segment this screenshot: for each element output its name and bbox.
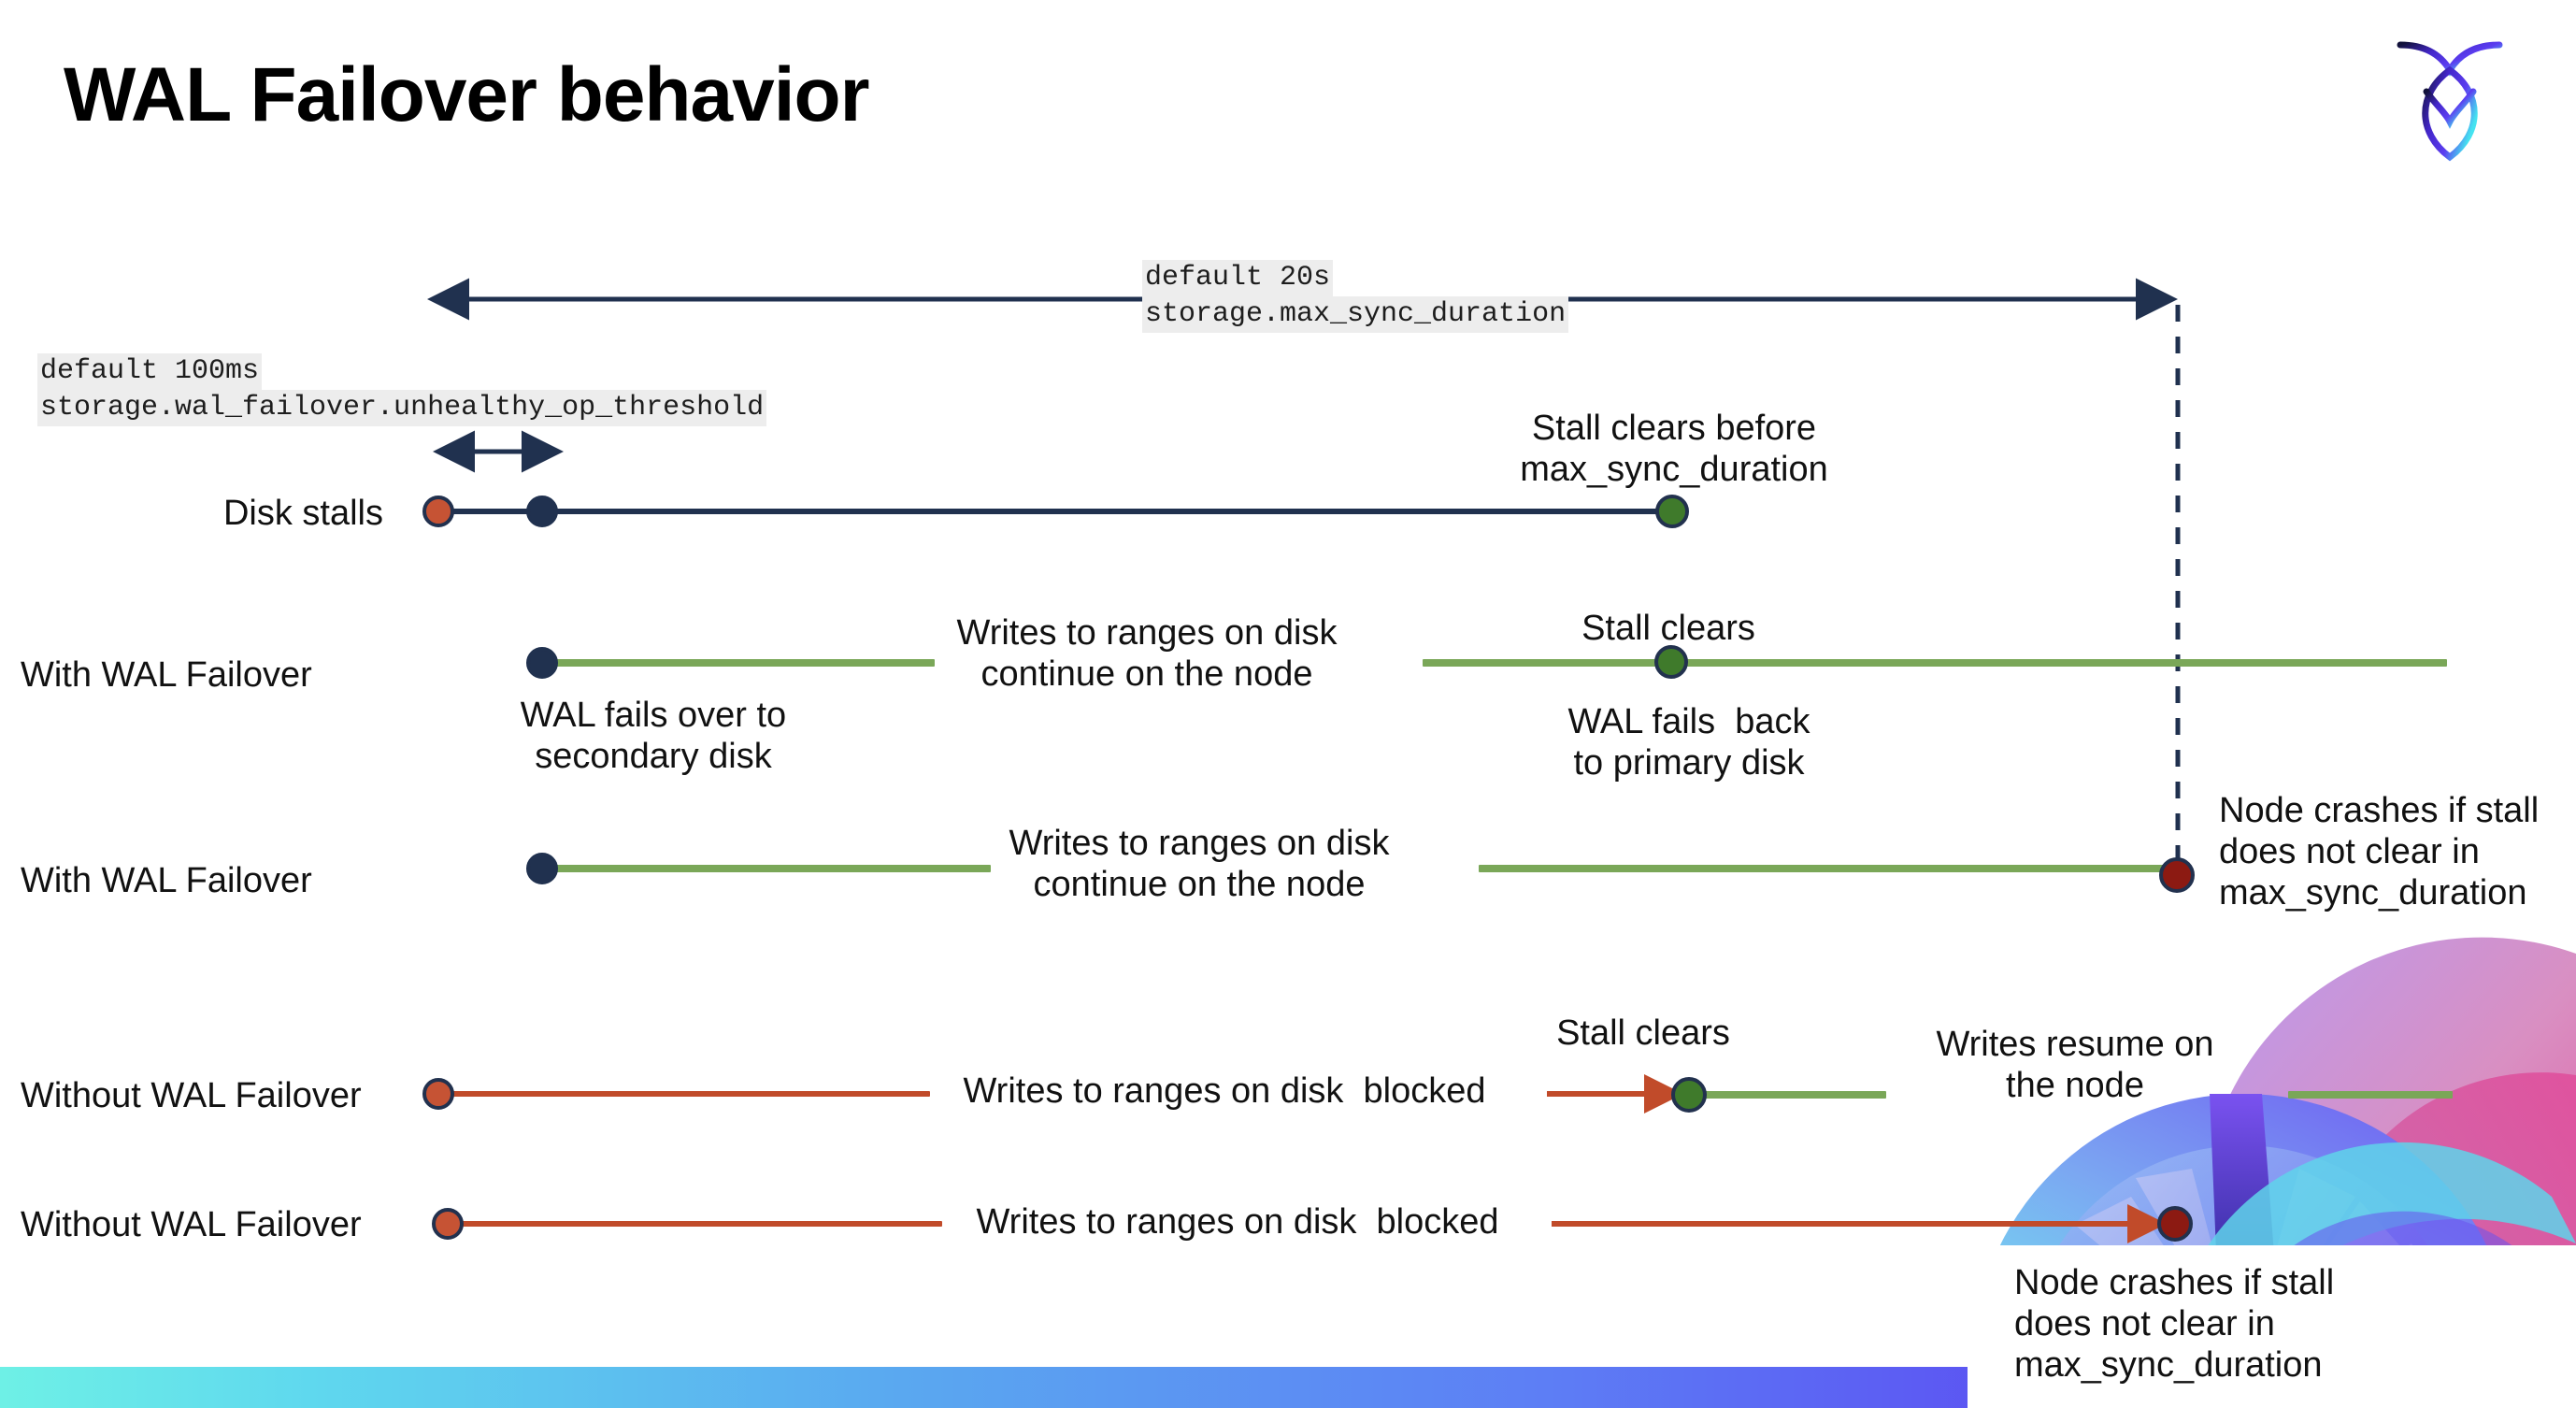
annotation-threshold-default: default 100ms	[37, 353, 263, 390]
annotation-unhealthy-op-threshold: default 100ms storage.wal_failover.unhea…	[37, 353, 767, 426]
annotation-max-sync-setting: storage.max_sync_duration	[1142, 296, 1569, 333]
marker-unhealthy-threshold-1	[526, 496, 558, 527]
timeline-without-failover-1-green-a	[1699, 1091, 1886, 1099]
timeline-wal-failover-2-green-a	[542, 865, 991, 872]
timeline-wal-failover-1-green-a	[542, 659, 935, 667]
marker-stall-clears-2	[1654, 645, 1688, 679]
row-label-with-wal-failover-1: With WAL Failover	[21, 655, 312, 695]
marker-stall-start-3	[432, 1208, 464, 1240]
callout-writes-blocked-2: Writes to ranges on disk blocked	[976, 1202, 1499, 1242]
marker-stall-clears-1	[1655, 495, 1689, 528]
marker-wal-fails-over-1	[526, 647, 558, 679]
callout-stall-clears-1: Stall clears	[1581, 609, 1755, 648]
callout-writes-resume: Writes resume on the node	[1936, 1025, 2214, 1106]
callout-writes-continue-2: Writes to ranges on disk continue on the…	[1009, 824, 1390, 905]
annotation-threshold-setting: storage.wal_failover.unhealthy_op_thresh…	[37, 390, 767, 426]
annotation-max-sync-default: default 20s	[1142, 260, 1334, 296]
timeline-wal-failover-2-green-b	[1479, 865, 2172, 872]
callout-node-crashes-2: Node crashes if stall does not clear in …	[2014, 1263, 2335, 1386]
row-label-without-wal-failover-1: Without WAL Failover	[21, 1076, 362, 1115]
cockroach-labs-logo-icon	[2389, 28, 2511, 164]
marker-stall-start-1	[422, 496, 454, 527]
row-label-disk-stalls: Disk stalls	[222, 494, 383, 533]
timeline-disk-stalls-navy	[437, 509, 1671, 514]
timeline-wal-failover-1-green-b	[1423, 659, 2447, 667]
callout-writes-continue-1: Writes to ranges on disk continue on the…	[956, 613, 1338, 695]
callout-backdrop-node-crashes-2	[1968, 1245, 2576, 1408]
callout-wal-fails-over: WAL fails over to secondary disk	[520, 696, 787, 777]
marker-node-crash-2	[2157, 1206, 2193, 1242]
marker-stall-start-2	[422, 1078, 454, 1110]
marker-stall-clears-3	[1671, 1077, 1707, 1113]
callout-wal-fails-back: WAL fails back to primary disk	[1567, 702, 1810, 783]
timeline-without-failover-1-green-b	[2288, 1091, 2453, 1099]
annotation-max-sync-duration: default 20s storage.max_sync_duration	[1142, 260, 1569, 333]
callout-stall-clears-before: Stall clears before max_sync_duration	[1520, 409, 1828, 490]
row-label-without-wal-failover-2: Without WAL Failover	[21, 1205, 362, 1244]
page-title: WAL Failover behavior	[64, 52, 870, 137]
row-label-with-wal-failover-2: With WAL Failover	[21, 861, 312, 900]
callout-writes-blocked-1: Writes to ranges on disk blocked	[963, 1071, 1486, 1111]
timeline-without-failover-1-orange	[439, 1091, 930, 1097]
callout-node-crashes-1: Node crashes if stall does not clear in …	[2219, 791, 2540, 913]
marker-node-crash-1	[2159, 857, 2195, 893]
callout-stall-clears-2: Stall clears	[1556, 1013, 1730, 1053]
timeline-without-failover-2-orange	[447, 1221, 942, 1227]
marker-wal-fails-over-2	[526, 853, 558, 884]
